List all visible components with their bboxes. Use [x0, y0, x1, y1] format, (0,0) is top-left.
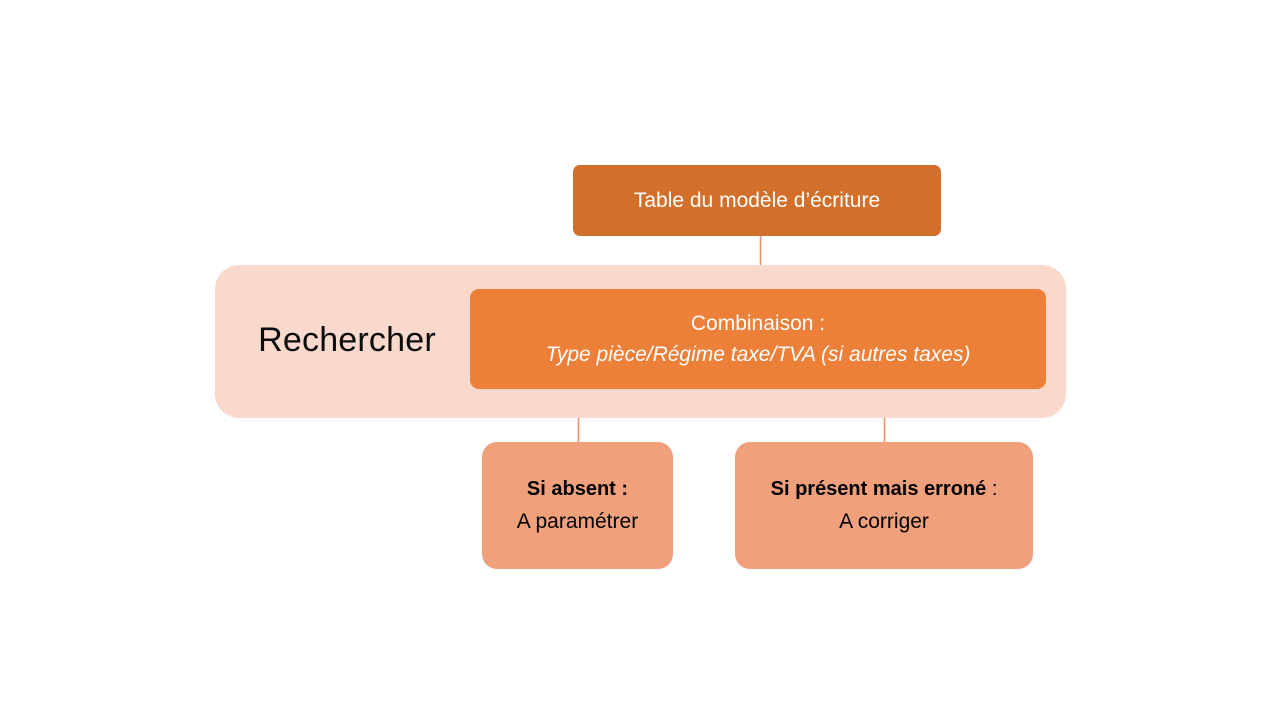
- node-table-modele-ecriture[interactable]: Table du modèle d’écriture: [573, 165, 941, 236]
- outcome-errone-title-text: Si présent mais erroné: [770, 477, 987, 500]
- node-outcome-si-absent[interactable]: Si absent : A paramétrer: [482, 442, 673, 569]
- outcome-errone-title-suffix: :: [986, 477, 998, 500]
- node-outcome-si-present-mais-errone[interactable]: Si présent mais erroné : A corriger: [735, 442, 1033, 569]
- node-top-label: Table du modèle d’écriture: [633, 188, 881, 212]
- outcome-absent-title: Si absent :: [527, 473, 628, 505]
- combinaison-line-1: Combinaison :: [690, 311, 826, 335]
- node-combinaison[interactable]: Combinaison : Type pièce/Régime taxe/TVA…: [470, 289, 1046, 389]
- rechercher-label: Rechercher: [258, 321, 436, 359]
- outcome-errone-body: A corriger: [839, 509, 929, 533]
- combinaison-line-2: Type pièce/Régime taxe/TVA (si autres ta…: [545, 342, 971, 366]
- outcome-errone-title: Si présent mais erroné :: [771, 473, 998, 505]
- outcome-absent-title-text: Si absent :: [526, 477, 629, 500]
- outcome-absent-body: A paramétrer: [516, 509, 639, 533]
